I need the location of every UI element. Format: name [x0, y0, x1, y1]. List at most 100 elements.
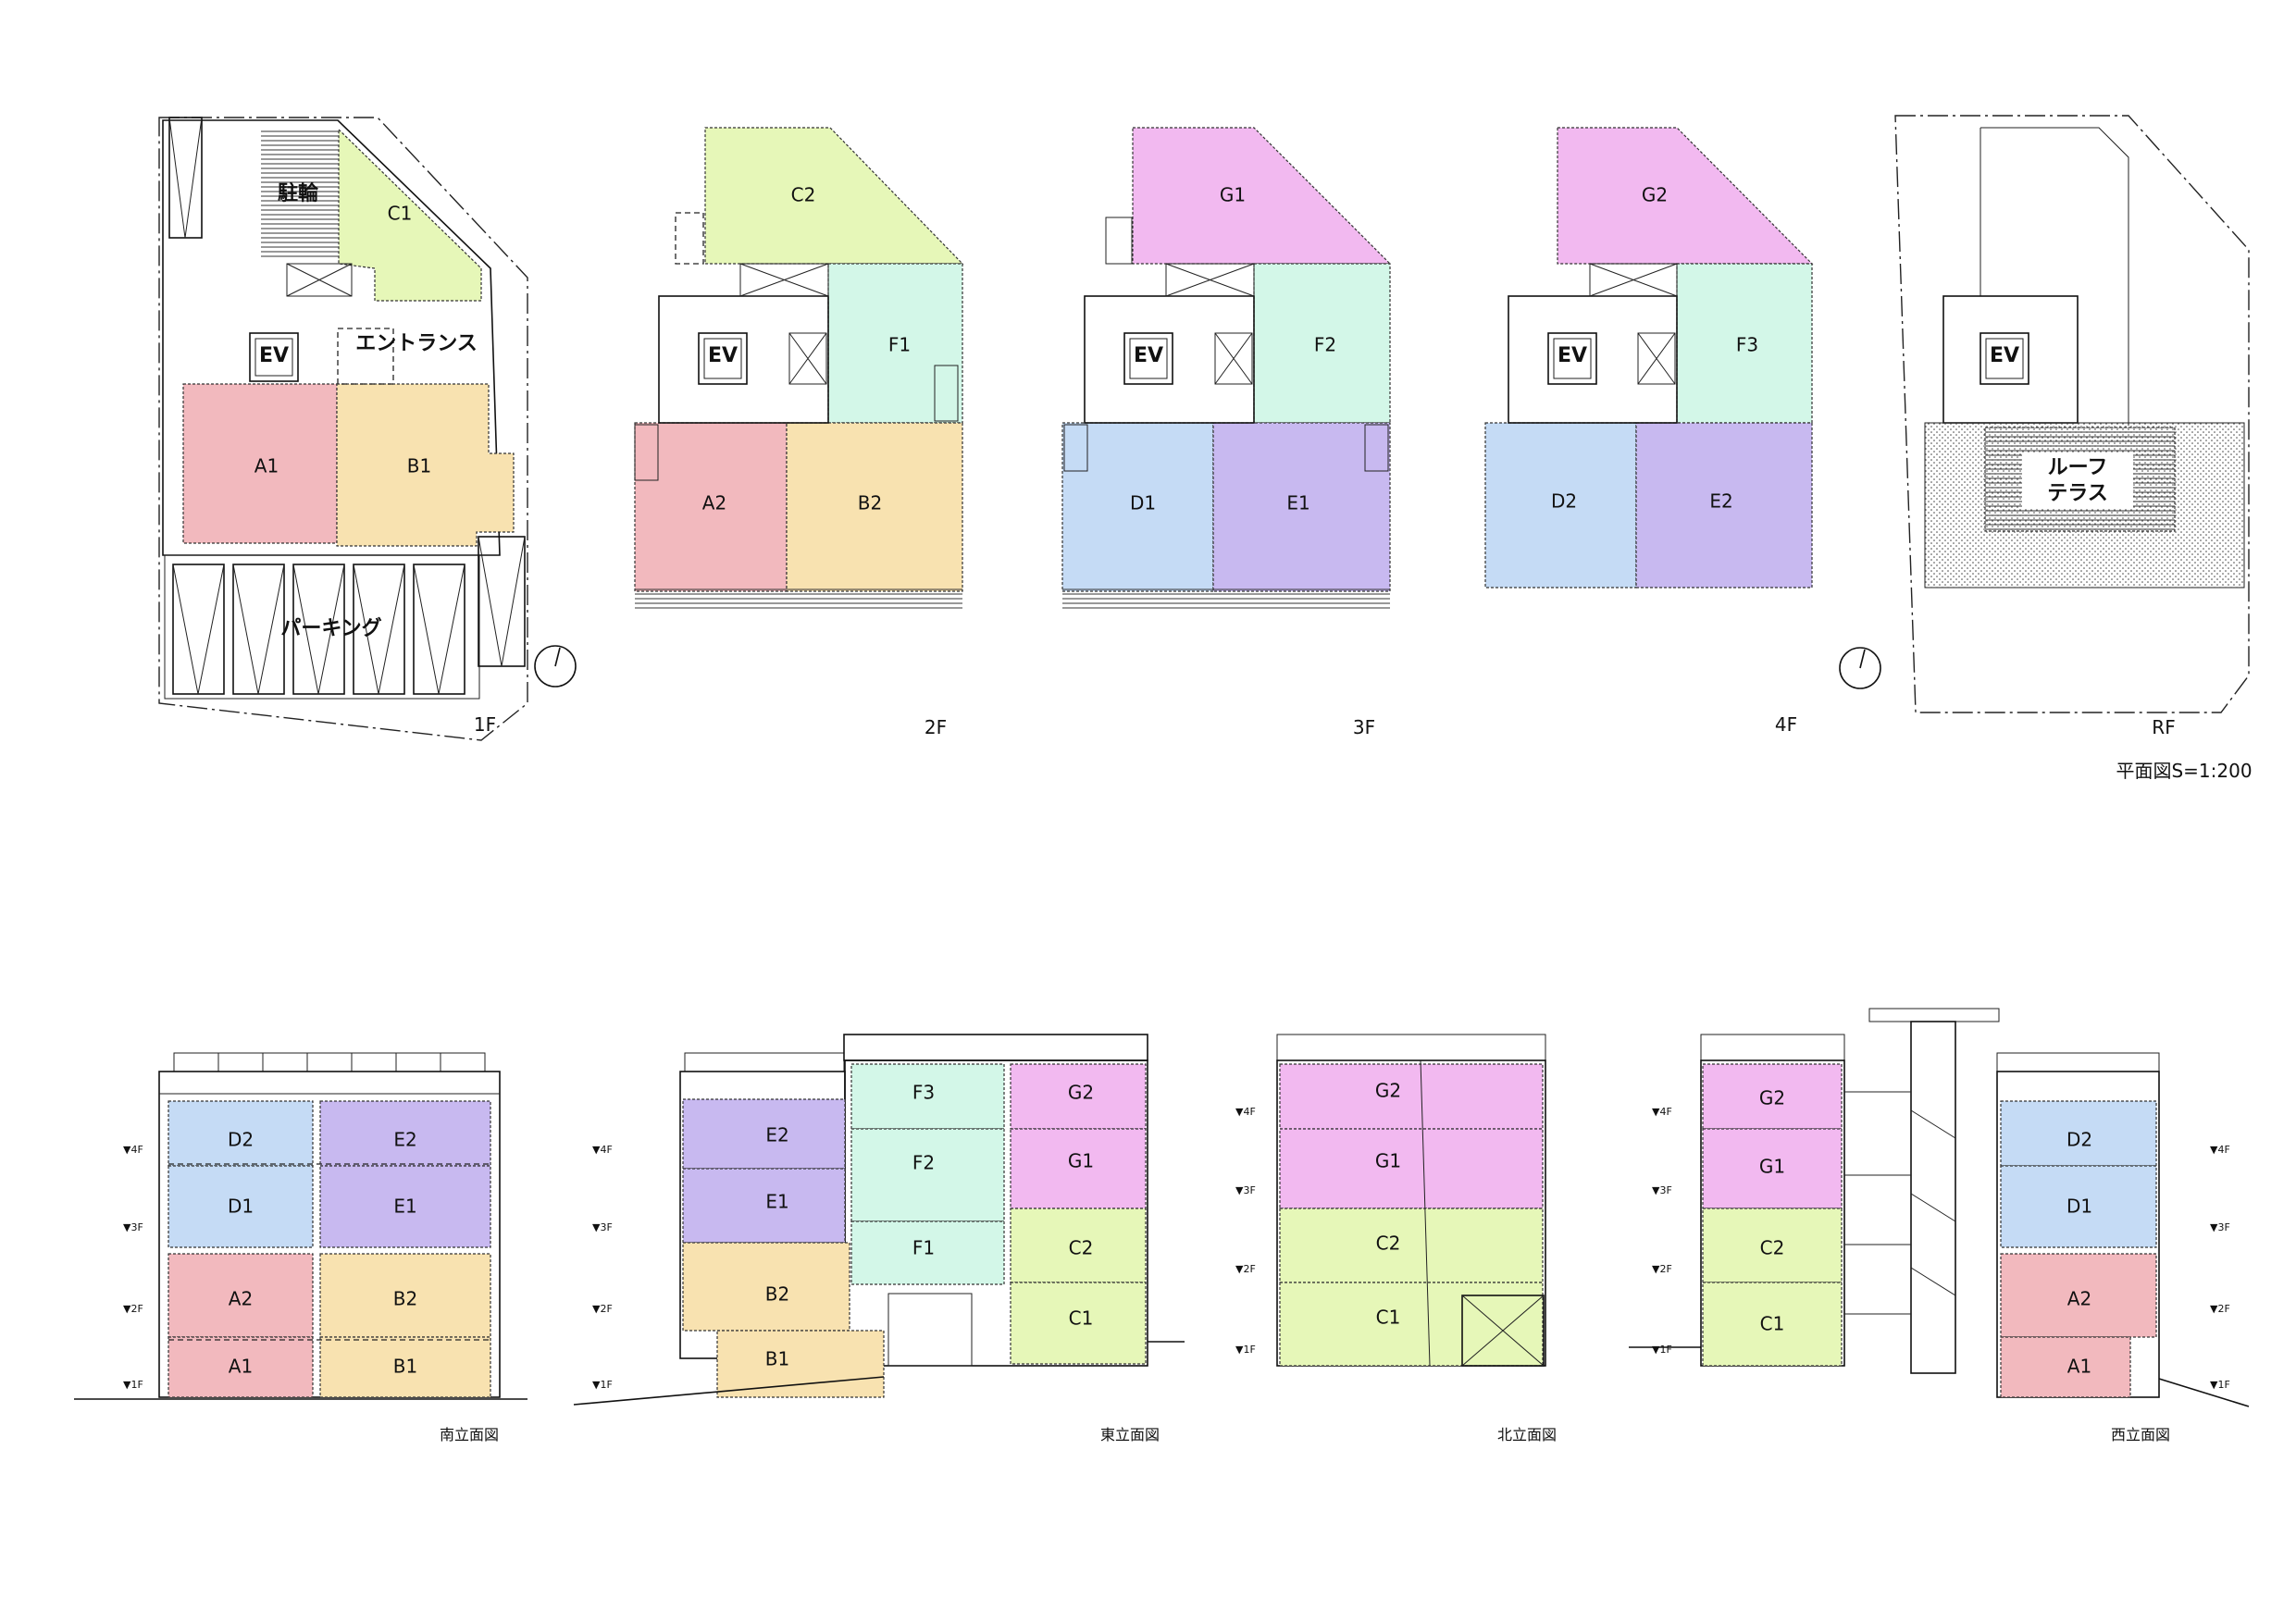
east-c1	[1010, 1282, 1147, 1365]
east-e1	[682, 1168, 846, 1244]
east-level-4f: ▼4F	[592, 1144, 613, 1156]
plan-1f-parking: パーキング	[280, 616, 381, 640]
plan-2f-a2: A2	[702, 492, 726, 514]
south-level-3f: ▼3F	[123, 1221, 143, 1233]
south-level-2f: ▼2F	[123, 1303, 143, 1315]
east-f2	[850, 1128, 1005, 1222]
plan-rf-ev: EV	[1990, 344, 2019, 367]
plan-1f-c1: C1	[388, 203, 413, 225]
plan-4f-g2: G2	[1642, 184, 1668, 206]
south-label-a2: A2	[229, 1288, 253, 1310]
plan-2f-c2: C2	[791, 184, 816, 206]
east-label-e1: E1	[765, 1191, 788, 1213]
floor-label-3f: 3F	[1353, 716, 1375, 738]
room-g1	[1132, 127, 1392, 265]
north-label-c1: C1	[1376, 1307, 1401, 1329]
south-label-e1: E1	[393, 1196, 416, 1218]
east-label-b1: B1	[765, 1348, 789, 1370]
south-label-d1: D1	[228, 1196, 254, 1218]
plan-1f-b1: B1	[407, 455, 431, 477]
east-elevation-title: 東立面図	[1100, 1426, 1160, 1443]
south-b1	[319, 1336, 491, 1398]
room-f1	[827, 263, 963, 424]
plan-2f: C2 EV F1 A2 B2 2F	[634, 127, 964, 738]
west-label-g2: G2	[1759, 1087, 1785, 1109]
north-g1	[1279, 1128, 1544, 1209]
west-label-a2: A2	[2067, 1288, 2091, 1310]
room-c1	[338, 128, 482, 302]
floor-label-4f: 4F	[1775, 713, 1797, 736]
north-level-3f: ▼3F	[1235, 1184, 1256, 1196]
south-level-1f: ▼1F	[123, 1379, 143, 1391]
south-d2	[168, 1100, 314, 1167]
south-d1	[168, 1165, 314, 1248]
room-b1	[336, 383, 515, 547]
east-level-2f: ▼2F	[592, 1303, 613, 1315]
east-g1	[1010, 1128, 1147, 1209]
east-label-c2: C2	[1069, 1237, 1094, 1259]
west-level-3f-r: ▼3F	[2210, 1221, 2230, 1233]
west-elevation-title: 西立面図	[2111, 1426, 2170, 1443]
room-e2	[1635, 422, 1813, 588]
ev-box-1f	[249, 332, 299, 382]
plan-scale-label: 平面図S=1:200	[2116, 760, 2252, 782]
north-label-c2: C2	[1376, 1233, 1401, 1255]
plan-2f-f1: F1	[888, 334, 911, 356]
south-label-e2: E2	[393, 1129, 416, 1151]
north-c1	[1279, 1282, 1544, 1367]
plan-rf-terrace-1: ルーフ	[2048, 456, 2108, 479]
north-arrow-1f	[534, 645, 577, 688]
west-label-d1: D1	[2066, 1196, 2092, 1218]
west-label-a1: A1	[2067, 1356, 2091, 1378]
north-level-1f: ▼1F	[1235, 1344, 1256, 1356]
east-g2	[1010, 1063, 1147, 1130]
west-a1	[2000, 1336, 2131, 1398]
south-label-b1: B1	[393, 1356, 417, 1378]
plan-3f-g1: G1	[1220, 184, 1246, 206]
north-g2	[1279, 1063, 1544, 1130]
west-d2	[2000, 1100, 2157, 1167]
plan-3f: G1 EV F2 D1 E1 3F	[1061, 127, 1392, 738]
west-level-4f-l: ▼4F	[1652, 1106, 1672, 1118]
west-label-d2: D2	[2066, 1129, 2092, 1151]
west-c2	[1702, 1208, 1843, 1283]
west-level-4f-r: ▼4F	[2210, 1144, 2230, 1156]
north-elevation-title: 北立面図	[1497, 1426, 1557, 1443]
west-label-c2: C2	[1760, 1237, 1785, 1259]
plan-4f-d2: D2	[1551, 490, 1577, 513]
east-label-f1: F1	[912, 1237, 935, 1259]
room-a2	[634, 422, 788, 592]
west-level-2f-r: ▼2F	[2210, 1303, 2230, 1315]
elevation-south: D2 E2 D1 E1 A2 B2 A1 B1 ▼4F ▼3F ▼2F ▼1F …	[74, 1052, 527, 1443]
south-e1	[319, 1165, 491, 1248]
plan-rf-terrace-2: テラス	[2047, 482, 2108, 505]
west-level-1f-r: ▼1F	[2210, 1379, 2230, 1391]
north-level-2f: ▼2F	[1235, 1263, 1256, 1275]
east-label-b2: B2	[765, 1283, 789, 1306]
plan-1f-bike: 駐輪	[278, 181, 319, 205]
east-c2	[1010, 1208, 1147, 1283]
east-label-f3: F3	[912, 1082, 935, 1104]
building-outline-1f	[162, 119, 501, 556]
south-level-4f: ▼4F	[123, 1144, 143, 1156]
south-b2	[319, 1253, 491, 1338]
east-level-1f: ▼1F	[592, 1379, 613, 1391]
east-f3	[850, 1063, 1005, 1130]
north-arrow-rf	[1839, 647, 1881, 689]
plan-1f-entrance: エントランス	[355, 332, 478, 355]
room-f2	[1253, 263, 1391, 424]
room-e1	[1212, 422, 1391, 592]
floor-label-2f: 2F	[925, 716, 947, 738]
south-label-d2: D2	[228, 1129, 254, 1151]
west-d1	[2000, 1165, 2157, 1248]
plan-3f-f2: F2	[1314, 334, 1336, 356]
east-label-e2: E2	[765, 1124, 788, 1146]
west-label-c1: C1	[1760, 1313, 1785, 1335]
plan-4f-f3: F3	[1736, 334, 1758, 356]
north-c2	[1279, 1208, 1544, 1283]
room-f3	[1676, 263, 1813, 424]
south-e2	[319, 1100, 491, 1167]
elevation-north: G2 G1 C2 C1 ▼4F ▼3F ▼2F ▼1F 北立面図	[1235, 1034, 1557, 1443]
plan-2f-ev: EV	[708, 344, 738, 367]
plan-1f-a1: A1	[254, 455, 279, 477]
